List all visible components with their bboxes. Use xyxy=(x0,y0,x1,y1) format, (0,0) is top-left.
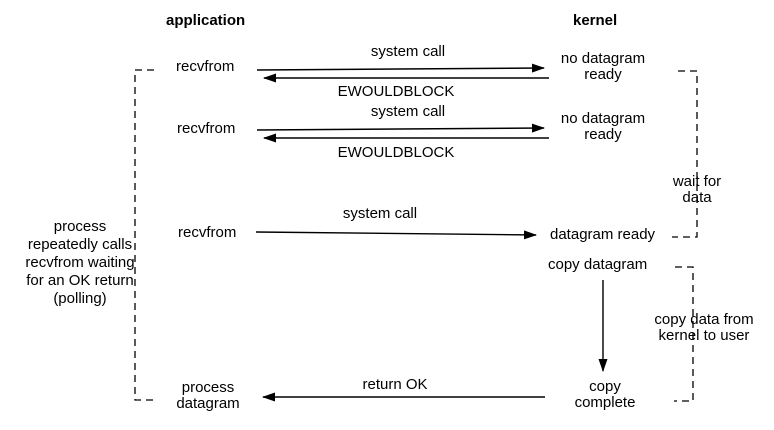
copy-datagram-label: copy datagram xyxy=(548,256,648,273)
copy-data-note-label: copy data from kernel to user xyxy=(654,311,754,344)
no-datagram-ready-label-2: no datagram ready xyxy=(560,110,646,143)
system-call-label-2: system call xyxy=(370,103,446,120)
no-datagram-ready-label-1: no datagram ready xyxy=(560,50,646,83)
polling-annotation: process repeatedly calls recvfrom waitin… xyxy=(25,218,135,307)
kernel-header: kernel xyxy=(573,12,618,29)
syscall-arrow-3 xyxy=(255,230,537,240)
recvfrom-label-3: recvfrom xyxy=(178,224,237,241)
syscall-arrow-1 xyxy=(256,63,545,73)
polling-bracket xyxy=(134,69,154,401)
system-call-label-3: system call xyxy=(342,205,418,222)
ewouldblock-label-1: EWOULDBLOCK xyxy=(337,83,455,100)
system-call-label-1: system call xyxy=(370,43,446,60)
recvfrom-label-2: recvfrom xyxy=(177,120,236,137)
recvfrom-label-1: recvfrom xyxy=(176,58,235,75)
copy-data-bracket xyxy=(674,266,694,402)
copy-complete-label: copy complete xyxy=(574,378,636,411)
process-datagram-label: process datagram xyxy=(176,379,240,412)
wait-for-data-bracket xyxy=(672,70,698,238)
datagram-ready-label: datagram ready xyxy=(550,226,656,243)
syscall-arrow-2 xyxy=(256,123,545,133)
application-header: application xyxy=(166,12,246,29)
wait-for-data-label: wait for data xyxy=(672,173,722,206)
return-ok-label: return OK xyxy=(362,376,428,393)
ewouldblock-label-2: EWOULDBLOCK xyxy=(337,144,455,161)
